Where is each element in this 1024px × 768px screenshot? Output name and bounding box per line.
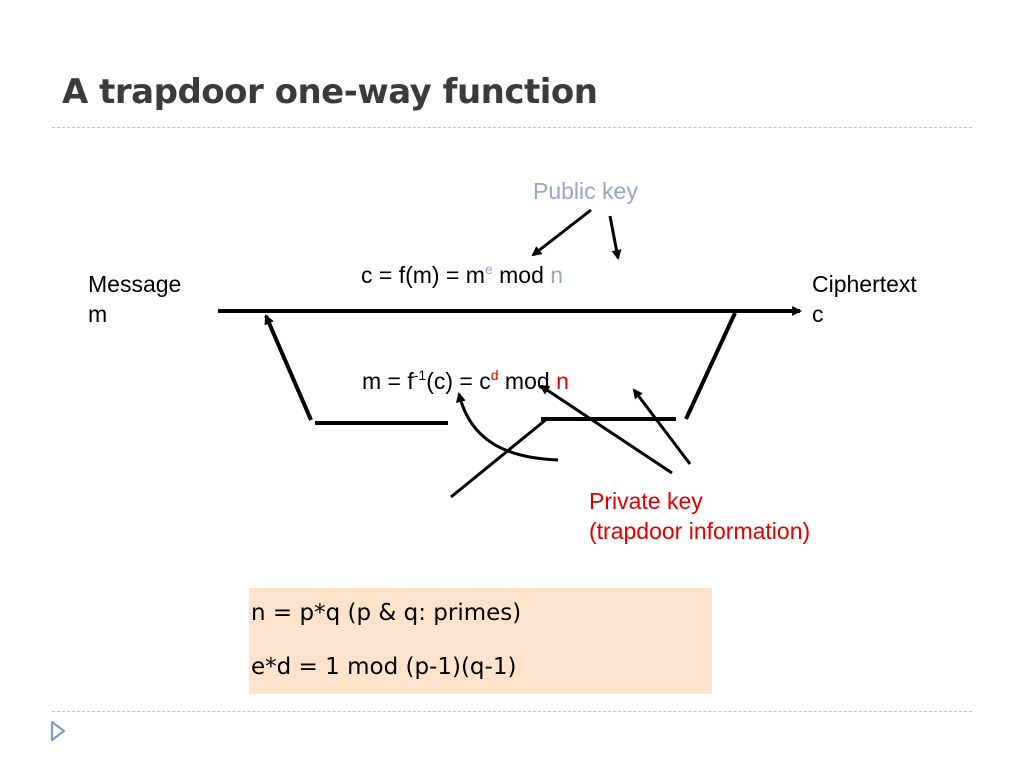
bottom-divider (52, 711, 972, 712)
trapdoor-slash (450, 416, 549, 499)
encryption-mod: mod (492, 262, 551, 288)
private-key-subtitle: (trapdoor information) (589, 518, 811, 544)
encryption-formula-lhs: c = f(m) = m (361, 262, 485, 288)
private-modulus: n (556, 368, 569, 394)
message-symbol: m (88, 301, 108, 327)
message-label: Message m (88, 269, 181, 329)
return-path-right (684, 312, 737, 420)
slide-title: A trapdoor one-way function (62, 72, 598, 112)
public-exponent: e (484, 261, 493, 277)
modulus-equation: n = p*q (p & q: primes) (251, 600, 522, 626)
inverse-curve-arrow (456, 392, 559, 462)
private-key-arrow-n (632, 388, 692, 465)
encryption-formula: c = f(m) = me mod n (361, 260, 563, 290)
decryption-formula-mid: (c) = c (426, 368, 491, 394)
private-key-title: Private key (589, 488, 703, 514)
ciphertext-label: Ciphertext c (812, 269, 917, 329)
top-divider (52, 127, 972, 128)
decryption-arrow (264, 314, 313, 421)
equations-box: n = p*q (p & q: primes) e*d = 1 mod (p-1… (249, 588, 712, 694)
decryption-formula: m = f-1(c) = cd mod n (362, 366, 569, 396)
public-key-arrow-e (531, 208, 592, 257)
public-modulus: n (550, 262, 564, 288)
private-key-arrow-d (539, 384, 673, 475)
ciphertext-text: Ciphertext (812, 271, 917, 297)
play-triangle-icon (50, 720, 66, 742)
exponent-equation: e*d = 1 mod (p-1)(q-1) (251, 654, 517, 680)
public-key-label: Public key (533, 178, 638, 204)
ciphertext-symbol: c (812, 301, 824, 327)
private-key-label: Private key (trapdoor information) (589, 486, 810, 546)
private-exponent: d (490, 367, 499, 383)
public-key-arrow-n (608, 215, 622, 260)
decryption-formula-pre: m = f (362, 368, 414, 394)
decryption-mod: mod (498, 368, 557, 394)
inverse-exponent: -1 (413, 367, 427, 383)
message-text: Message (88, 271, 182, 297)
